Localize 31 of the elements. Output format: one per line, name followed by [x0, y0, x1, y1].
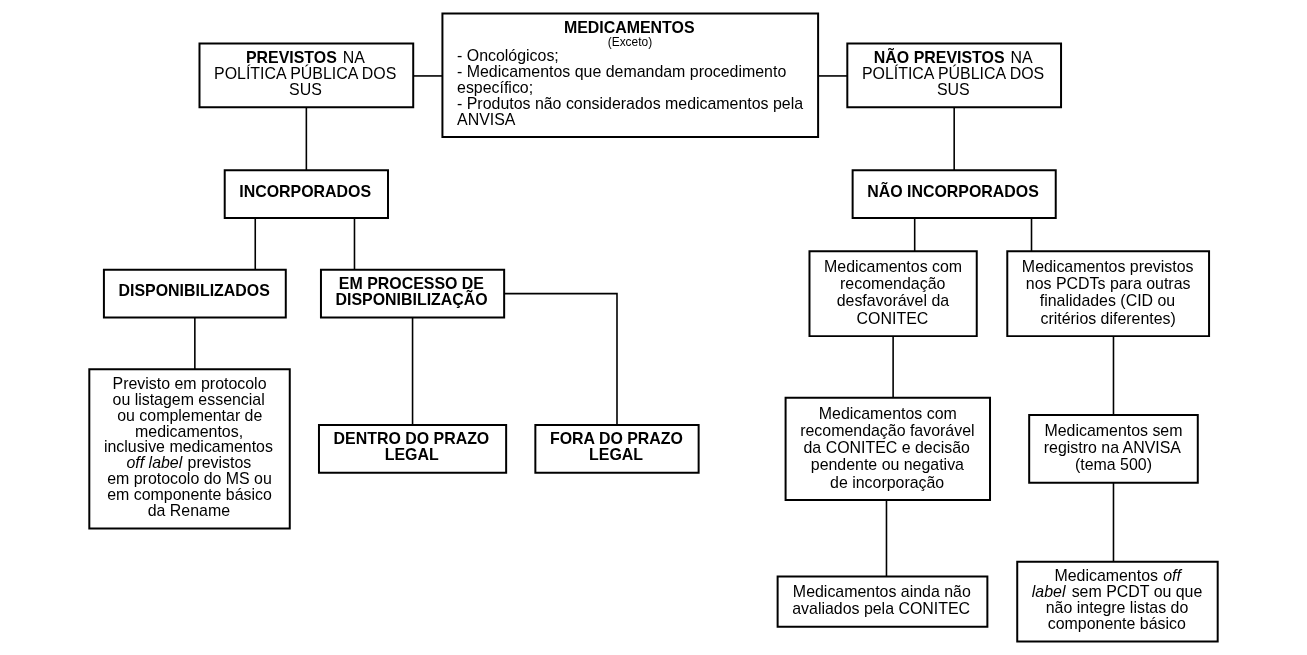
node-box: Medicamentos sem registro na ANVISA (tema 500) — [1028, 414, 1199, 484]
connector — [254, 217, 257, 271]
node-box: INCORPORADOS — [223, 169, 389, 219]
connector — [411, 316, 414, 426]
connector — [194, 316, 196, 370]
node-box: PREVISTOS NA POLÍTICA PÚBLICA DOS SUS — [198, 42, 415, 109]
connector — [892, 335, 894, 399]
connector — [817, 75, 848, 77]
node-box: Medicamentos previstos nos PCDTs para outras finalidades (CID ou critérios diferentes) — [1006, 250, 1211, 338]
node-box: Medicamentos com recomendação favorável da CONITEC e decisão pendente ou negativa de incorporação — [784, 396, 991, 502]
node-box: Medicamentos off label sem PCDT ou que não integre listas do componente básico — [1016, 560, 1219, 643]
node-box: NÃO INCORPORADOS — [851, 169, 1057, 219]
connector — [1112, 335, 1115, 416]
connector — [953, 106, 955, 171]
connector — [412, 75, 443, 77]
node-box: MEDICAMENTOS (Exceto) - Oncológicos; - Medicamentos que demandam procedimento específico; - Produtos não considerados medicamentos pela ANVISA — [441, 12, 820, 138]
connector — [1030, 217, 1033, 252]
node-box: DISPONIBILIZADOS — [102, 268, 287, 319]
node-box: FORA DO PRAZO LEGAL — [534, 424, 700, 474]
node-box: Medicamentos com recomendação desfavorável da CONITEC — [808, 250, 978, 338]
node-box: NÃO PREVISTOS NA POLÍTICA PÚBLICA DOS SUS — [846, 42, 1063, 109]
node-box: Previsto em protocolo ou listagem essencial ou complementar de medicamentos, inclusive medicamentos off label previstos em protocolo do MS ou em componente básico da Rename — [88, 368, 291, 530]
connector — [503, 292, 618, 426]
node-box: EM PROCESSO DE DISPONIBILIZAÇÃO — [319, 268, 506, 319]
connector — [353, 217, 356, 271]
connector — [1112, 482, 1115, 563]
connector — [305, 106, 308, 171]
connector — [885, 499, 888, 578]
connector — [913, 217, 916, 252]
node-box: Medicamentos ainda não avaliados pela CONITEC — [776, 575, 989, 628]
node-box: DENTRO DO PRAZO LEGAL — [317, 424, 508, 474]
